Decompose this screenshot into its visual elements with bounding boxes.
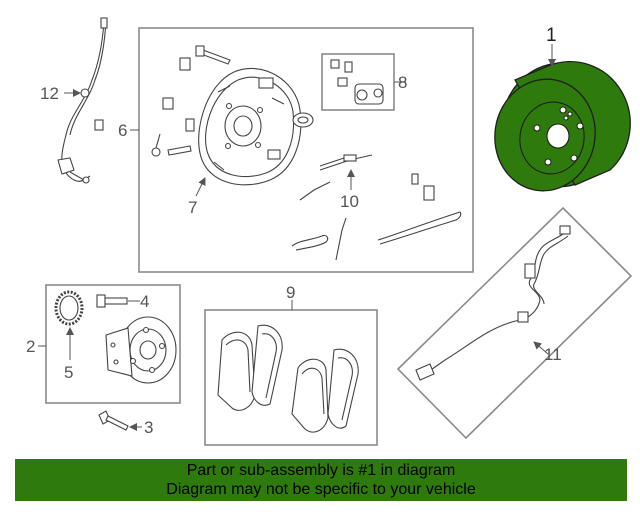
brake-hose-group-box — [396, 206, 633, 440]
brake-shoes-part[interactable] — [217, 324, 359, 433]
callout-10: 10 — [340, 192, 359, 211]
mounting-bolt-part[interactable] — [98, 410, 129, 431]
callout-11: 11 — [544, 345, 562, 364]
hub-bolt-part[interactable] — [96, 294, 128, 308]
info-banner: Part or sub-assembly is #1 in diagram Di… — [15, 459, 627, 501]
callout-12: 12 — [40, 84, 59, 103]
callout-3: 3 — [144, 418, 153, 437]
tone-ring-part[interactable] — [54, 290, 84, 326]
wheel-cylinder-part[interactable] — [330, 59, 384, 105]
callout-2: 2 — [26, 337, 35, 356]
callout-5: 5 — [64, 363, 73, 382]
callout-4: 4 — [140, 292, 149, 311]
callout-9: 9 — [286, 283, 295, 302]
banner-line-1: Part or sub-assembly is #1 in diagram — [186, 462, 456, 479]
backing-plate-group-box — [138, 27, 474, 273]
abs-sensor-part[interactable] — [57, 17, 108, 184]
backing-plate-part[interactable] — [198, 67, 302, 186]
callout-1: 1 — [546, 25, 557, 46]
hub-bearing-part[interactable] — [105, 316, 177, 384]
callout-8: 8 — [398, 73, 407, 92]
backing-plate-hardware[interactable] — [151, 45, 462, 261]
banner-line-2: Diagram may not be specific to your vehi… — [166, 481, 476, 498]
callout-7: 7 — [188, 198, 197, 217]
brake-drum-part[interactable] — [486, 54, 631, 199]
brake-hose-part[interactable] — [415, 225, 571, 381]
callout-6: 6 — [118, 121, 127, 140]
